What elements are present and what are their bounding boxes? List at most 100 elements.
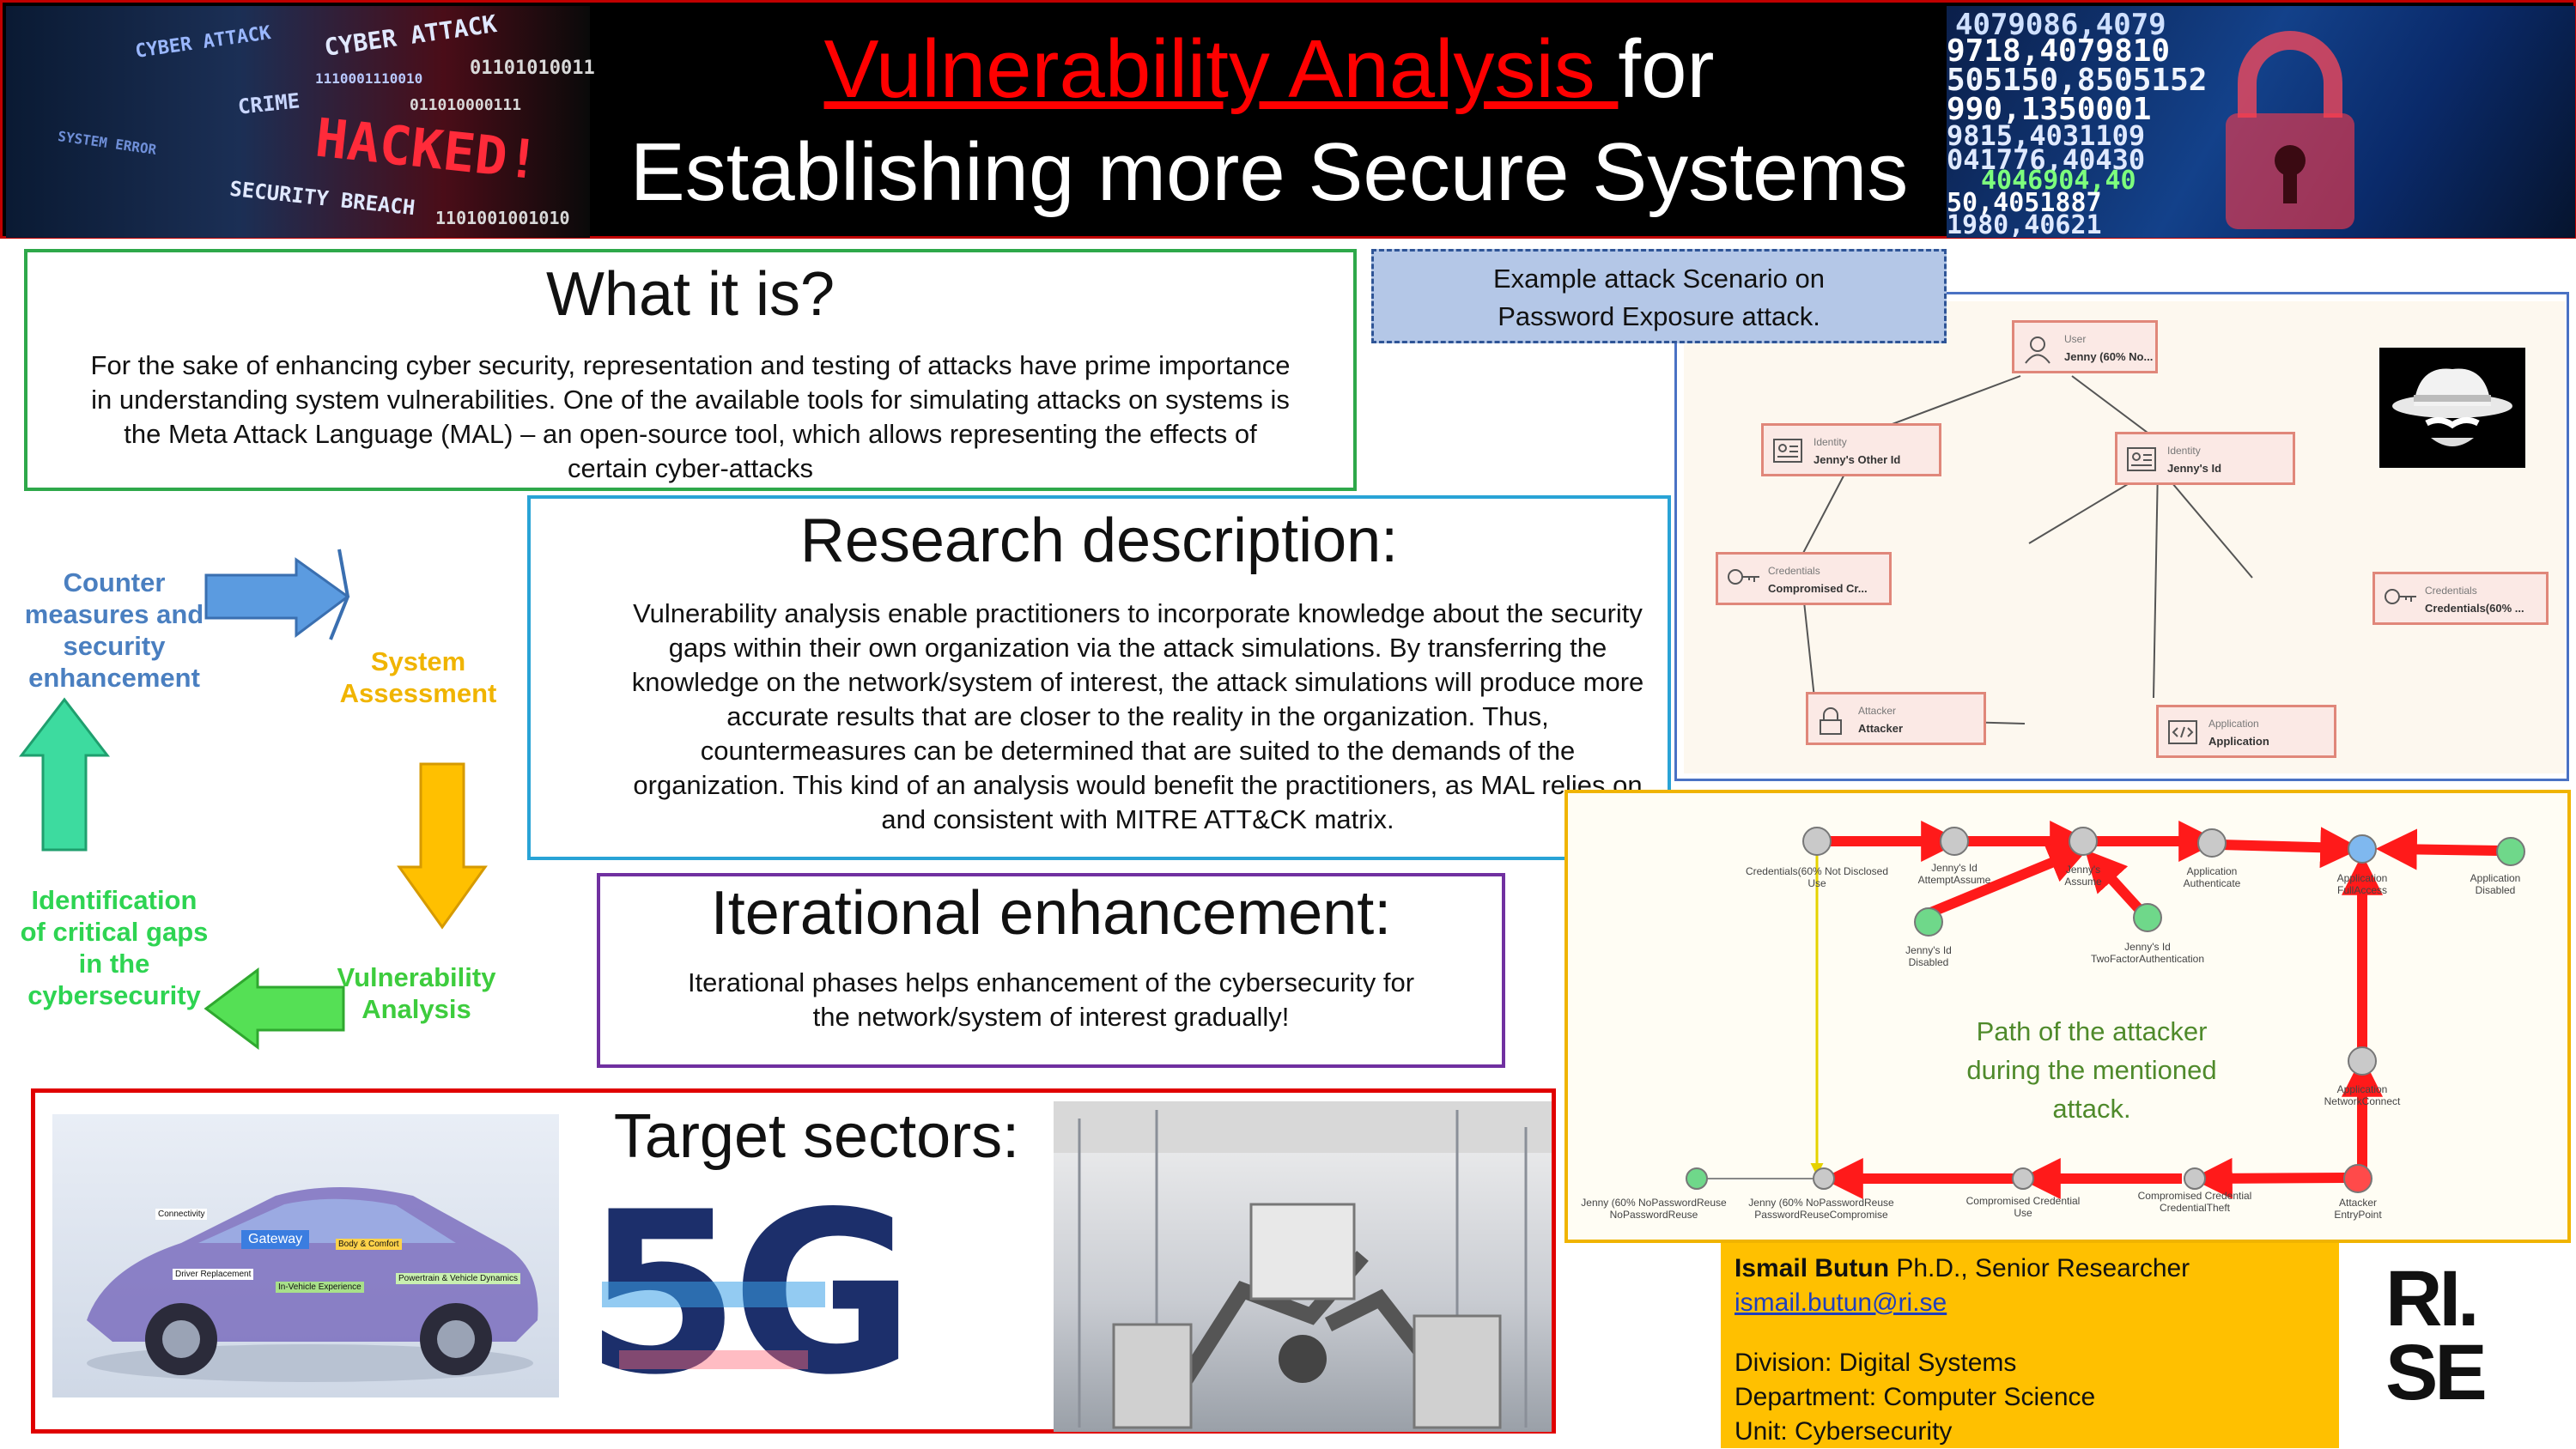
node-credentials-60[interactable]: Credentials Credentials(60% ... [2372, 572, 2549, 625]
research-title: Research description: [799, 506, 1399, 575]
car-silhouette-icon [87, 1187, 538, 1382]
scenario-label: Example attack Scenario on Password Expo… [1371, 249, 1947, 343]
node-name: Application [2208, 735, 2269, 748]
path-node-comp-theft [2184, 1167, 2206, 1190]
rise-logo: RI. SE [2385, 1255, 2506, 1416]
user-icon [2025, 336, 2050, 364]
image-number: 9815,4031109 [1947, 119, 2146, 152]
path-node-2fa [2133, 903, 2162, 932]
image-number: 9718,4079810 [1947, 33, 2171, 69]
hacker-image [2379, 348, 2525, 468]
author-name: Ismail Butun [1735, 1254, 1890, 1282]
image-word: 1101001001010 [435, 208, 570, 228]
key-icon [1728, 569, 1759, 585]
image-number: 990,1350001 [1947, 92, 2152, 127]
node-type: Attacker [1858, 705, 1897, 717]
path-node-net-connect [2348, 1046, 2377, 1076]
cyber-attack-image: CYBER ATTACK CYBER ATTACK CRIME HACKED! … [6, 6, 595, 238]
iterational-text: Iterational phases helps enhancement of … [687, 967, 1415, 1032]
path-label: Credentials(60% Not Disclosed Use [1745, 865, 1889, 889]
rise-logo-line2: SE [2385, 1329, 2488, 1416]
node-name: Attacker [1858, 722, 1904, 735]
green-arrow-icon [204, 967, 345, 1050]
node-name: Jenny (60% No... [2064, 350, 2154, 363]
node-type: Application [2208, 718, 2259, 730]
image-word: CYBER ATTACK [134, 22, 272, 63]
path-node-reuse-comp [1813, 1167, 1835, 1190]
image-word: 011010000111 [410, 96, 522, 114]
research-box: Research description: Vulnerability anal… [527, 495, 1671, 860]
image-number: 4079086,4079 [1955, 8, 2166, 42]
poster-title: Vulnerability Analysis for Establishing … [595, 18, 1943, 224]
what-it-is-box: What it is? For the sake of enhancing cy… [24, 249, 1357, 491]
5g-image: 5G [585, 1179, 914, 1410]
cycle-label-vulnerability-analysis: Vulnerability Analysis [337, 962, 496, 1024]
image-word-hacked: HACKED! [312, 106, 543, 192]
cycle-label-identification: Identification of critical gaps in the c… [20, 885, 209, 1010]
path-node-assume [2069, 827, 2098, 856]
path-label: Jenny's Id Disabled [1905, 944, 1952, 968]
path-label: Application NetworkConnect [2324, 1083, 2401, 1107]
node-name: Jenny's Other Id [1814, 453, 1901, 466]
path-label: Jenny's Id AttemptAssume [1917, 862, 1991, 886]
author-title: Ph.D., Senior Researcher [1889, 1254, 2190, 1282]
node-application[interactable]: Application Application [2156, 705, 2336, 758]
path-label: Jenny (60% NoPasswordReuse NoPasswordReu… [1581, 1197, 1727, 1221]
path-label: Jenny's Id TwoFactorAuthentication [2090, 941, 2205, 965]
iterational-title: Iterational enhancement: [710, 879, 1392, 948]
node-type: User [2064, 333, 2087, 345]
image-number: 041776,40430 [1947, 143, 2146, 176]
car-label: Body & Comfort [336, 1239, 402, 1250]
iterational-box: Iterational enhancement: Iterational pha… [597, 873, 1505, 1068]
path-label: Jenny's Assume [2064, 864, 2102, 888]
car-label: Connectivity [155, 1209, 208, 1220]
cycle-diagram: Counter measures and security enhancemen… [0, 506, 532, 1056]
teal-arrow-icon [18, 697, 111, 852]
path-label: Attacker EntryPoint [2334, 1197, 2382, 1221]
code-window-icon [2168, 720, 2197, 744]
car-label-gateway: Gateway [241, 1230, 310, 1249]
path-node-app-disabled [2496, 837, 2525, 866]
spy-hat-icon [2392, 368, 2512, 446]
blue-arrow-icon [204, 549, 350, 640]
car-label: In-Vehicle Experience [276, 1282, 364, 1293]
node-attacker[interactable]: Attacker Attacker [1806, 692, 1986, 745]
path-label: Application Disabled [2470, 872, 2521, 896]
target-sectors-title: Target sectors: [613, 1102, 1020, 1171]
author-info: Ismail Butun Ph.D., Senior Researcher is… [1721, 1243, 2339, 1448]
author-email-link[interactable]: ismail.butun@ri.se [1735, 1288, 1947, 1317]
node-credentials-compromised[interactable]: Credentials Compromised Cr... [1716, 552, 1892, 605]
path-label: Jenny (60% NoPasswordReuse PasswordReuse… [1748, 1197, 1894, 1221]
node-identity-other[interactable]: Identity Jenny's Other Id [1761, 423, 1941, 476]
node-identity-jenny[interactable]: Identity Jenny's Id [2115, 432, 2295, 485]
padlock-icon [2226, 31, 2354, 229]
path-label: Application Authenticate [2183, 865, 2241, 889]
node-name: Credentials(60% ... [2425, 602, 2524, 615]
id-card-icon [2127, 447, 2156, 471]
image-word: SECURITY BREACH [228, 176, 416, 221]
rise-logo-line1: RI. [2385, 1255, 2480, 1343]
title-line-2: Establishing more Secure Systems [629, 126, 1909, 218]
image-word: CYBER ATTACK [322, 9, 499, 62]
path-node-no-reuse [1686, 1167, 1708, 1190]
digital-lock-image: 4079086,4079 9718,4079810 505150,8505152… [1947, 6, 2575, 240]
node-type: Identity [1814, 436, 1847, 448]
node-type: Credentials [1768, 565, 1820, 577]
id-card-icon [1773, 439, 1802, 463]
cycle-label-system-assessment: System Assessment [339, 646, 497, 708]
node-user[interactable]: User Jenny (60% No... [2012, 320, 2158, 373]
lock-icon [1820, 707, 1842, 735]
robot-factory-image [1054, 1101, 1552, 1432]
key-icon [2385, 589, 2416, 604]
what-it-is-title: What it is? [545, 260, 835, 329]
image-word: 1110001110010 [315, 70, 423, 87]
car-image: Connectivity Gateway Body & Comfort Driv… [52, 1114, 559, 1397]
node-name: Jenny's Id [2167, 462, 2222, 475]
node-name: Compromised Cr... [1768, 582, 1868, 595]
image-word: SYSTEM ERROR [57, 128, 158, 158]
image-number: 50,4051887 [1947, 188, 2102, 218]
path-node-attempt [1940, 827, 1969, 856]
node-type: Credentials [2425, 585, 2477, 597]
header-banner: CYBER ATTACK CYBER ATTACK CRIME HACKED! … [0, 0, 2576, 240]
cycle-label-countermeasures: Counter measures and security enhancemen… [24, 567, 204, 693]
